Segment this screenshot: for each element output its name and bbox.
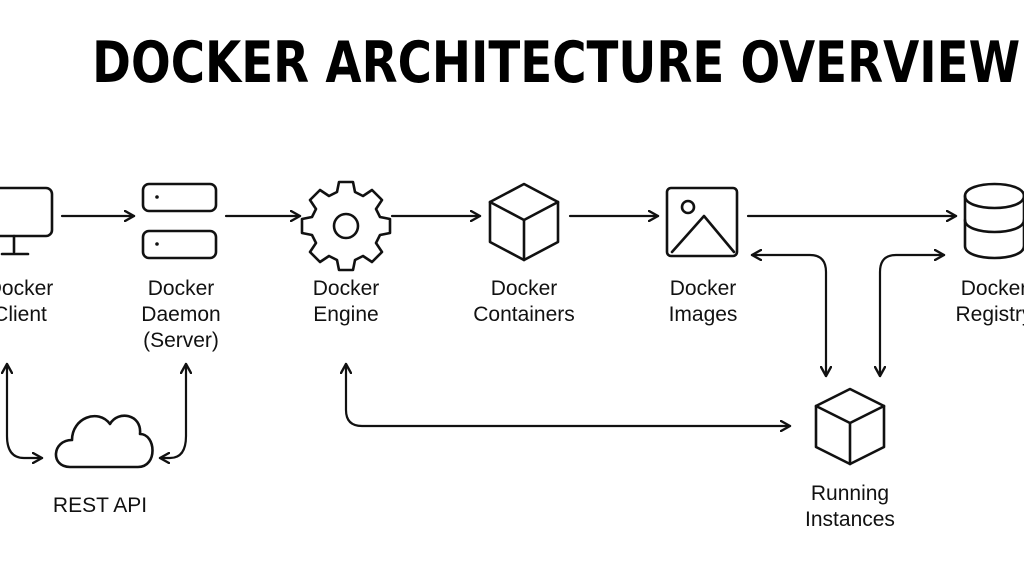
svg-text:Running: Running	[811, 482, 889, 505]
client-label: Docker Client	[0, 277, 53, 326]
containers-label: Docker Containers	[473, 277, 575, 326]
svg-text:Containers: Containers	[473, 303, 575, 326]
cube-icon	[488, 182, 560, 262]
database-icon	[963, 182, 1024, 260]
svg-text:Docker: Docker	[670, 277, 737, 300]
images-label: Docker Images	[669, 277, 738, 326]
running-instances-cube-icon	[814, 387, 886, 466]
registry-label: Docker Registry	[955, 277, 1024, 326]
svg-text:Docker: Docker	[961, 277, 1024, 300]
arrow-images-running	[752, 255, 826, 376]
svg-text:Docker: Docker	[148, 277, 215, 300]
svg-text:Registry: Registry	[955, 303, 1024, 326]
server-icon	[141, 182, 218, 260]
arrow-daemon-restapi	[160, 364, 186, 458]
arrow-registry-running	[880, 255, 944, 376]
daemon-label: Docker Daemon (Server)	[141, 277, 220, 352]
svg-text:Docker: Docker	[313, 277, 380, 300]
gear-icon	[300, 180, 392, 272]
arrow-engine-running	[346, 364, 790, 426]
svg-text:Docker: Docker	[0, 277, 53, 300]
running-instances-label: Running Instances	[805, 482, 895, 531]
svg-text:Client: Client	[0, 303, 47, 326]
arrow-client-restapi	[7, 364, 42, 458]
svg-text:Daemon: Daemon	[141, 303, 220, 326]
svg-text:(Server): (Server)	[143, 329, 219, 352]
svg-text:Images: Images	[669, 303, 738, 326]
connectors	[7, 216, 956, 458]
rest-api-label: REST API	[53, 494, 147, 517]
image-icon	[665, 186, 739, 258]
monitor-icon	[0, 186, 54, 256]
svg-text:Instances: Instances	[805, 508, 895, 531]
diagram-title: DOCKER ARCHITECTURE OVERVIEW	[92, 30, 1021, 96]
cloud-icon	[54, 414, 154, 469]
svg-text:Docker: Docker	[491, 277, 558, 300]
svg-text:Engine: Engine	[313, 303, 378, 326]
engine-label: Docker Engine	[313, 277, 380, 326]
